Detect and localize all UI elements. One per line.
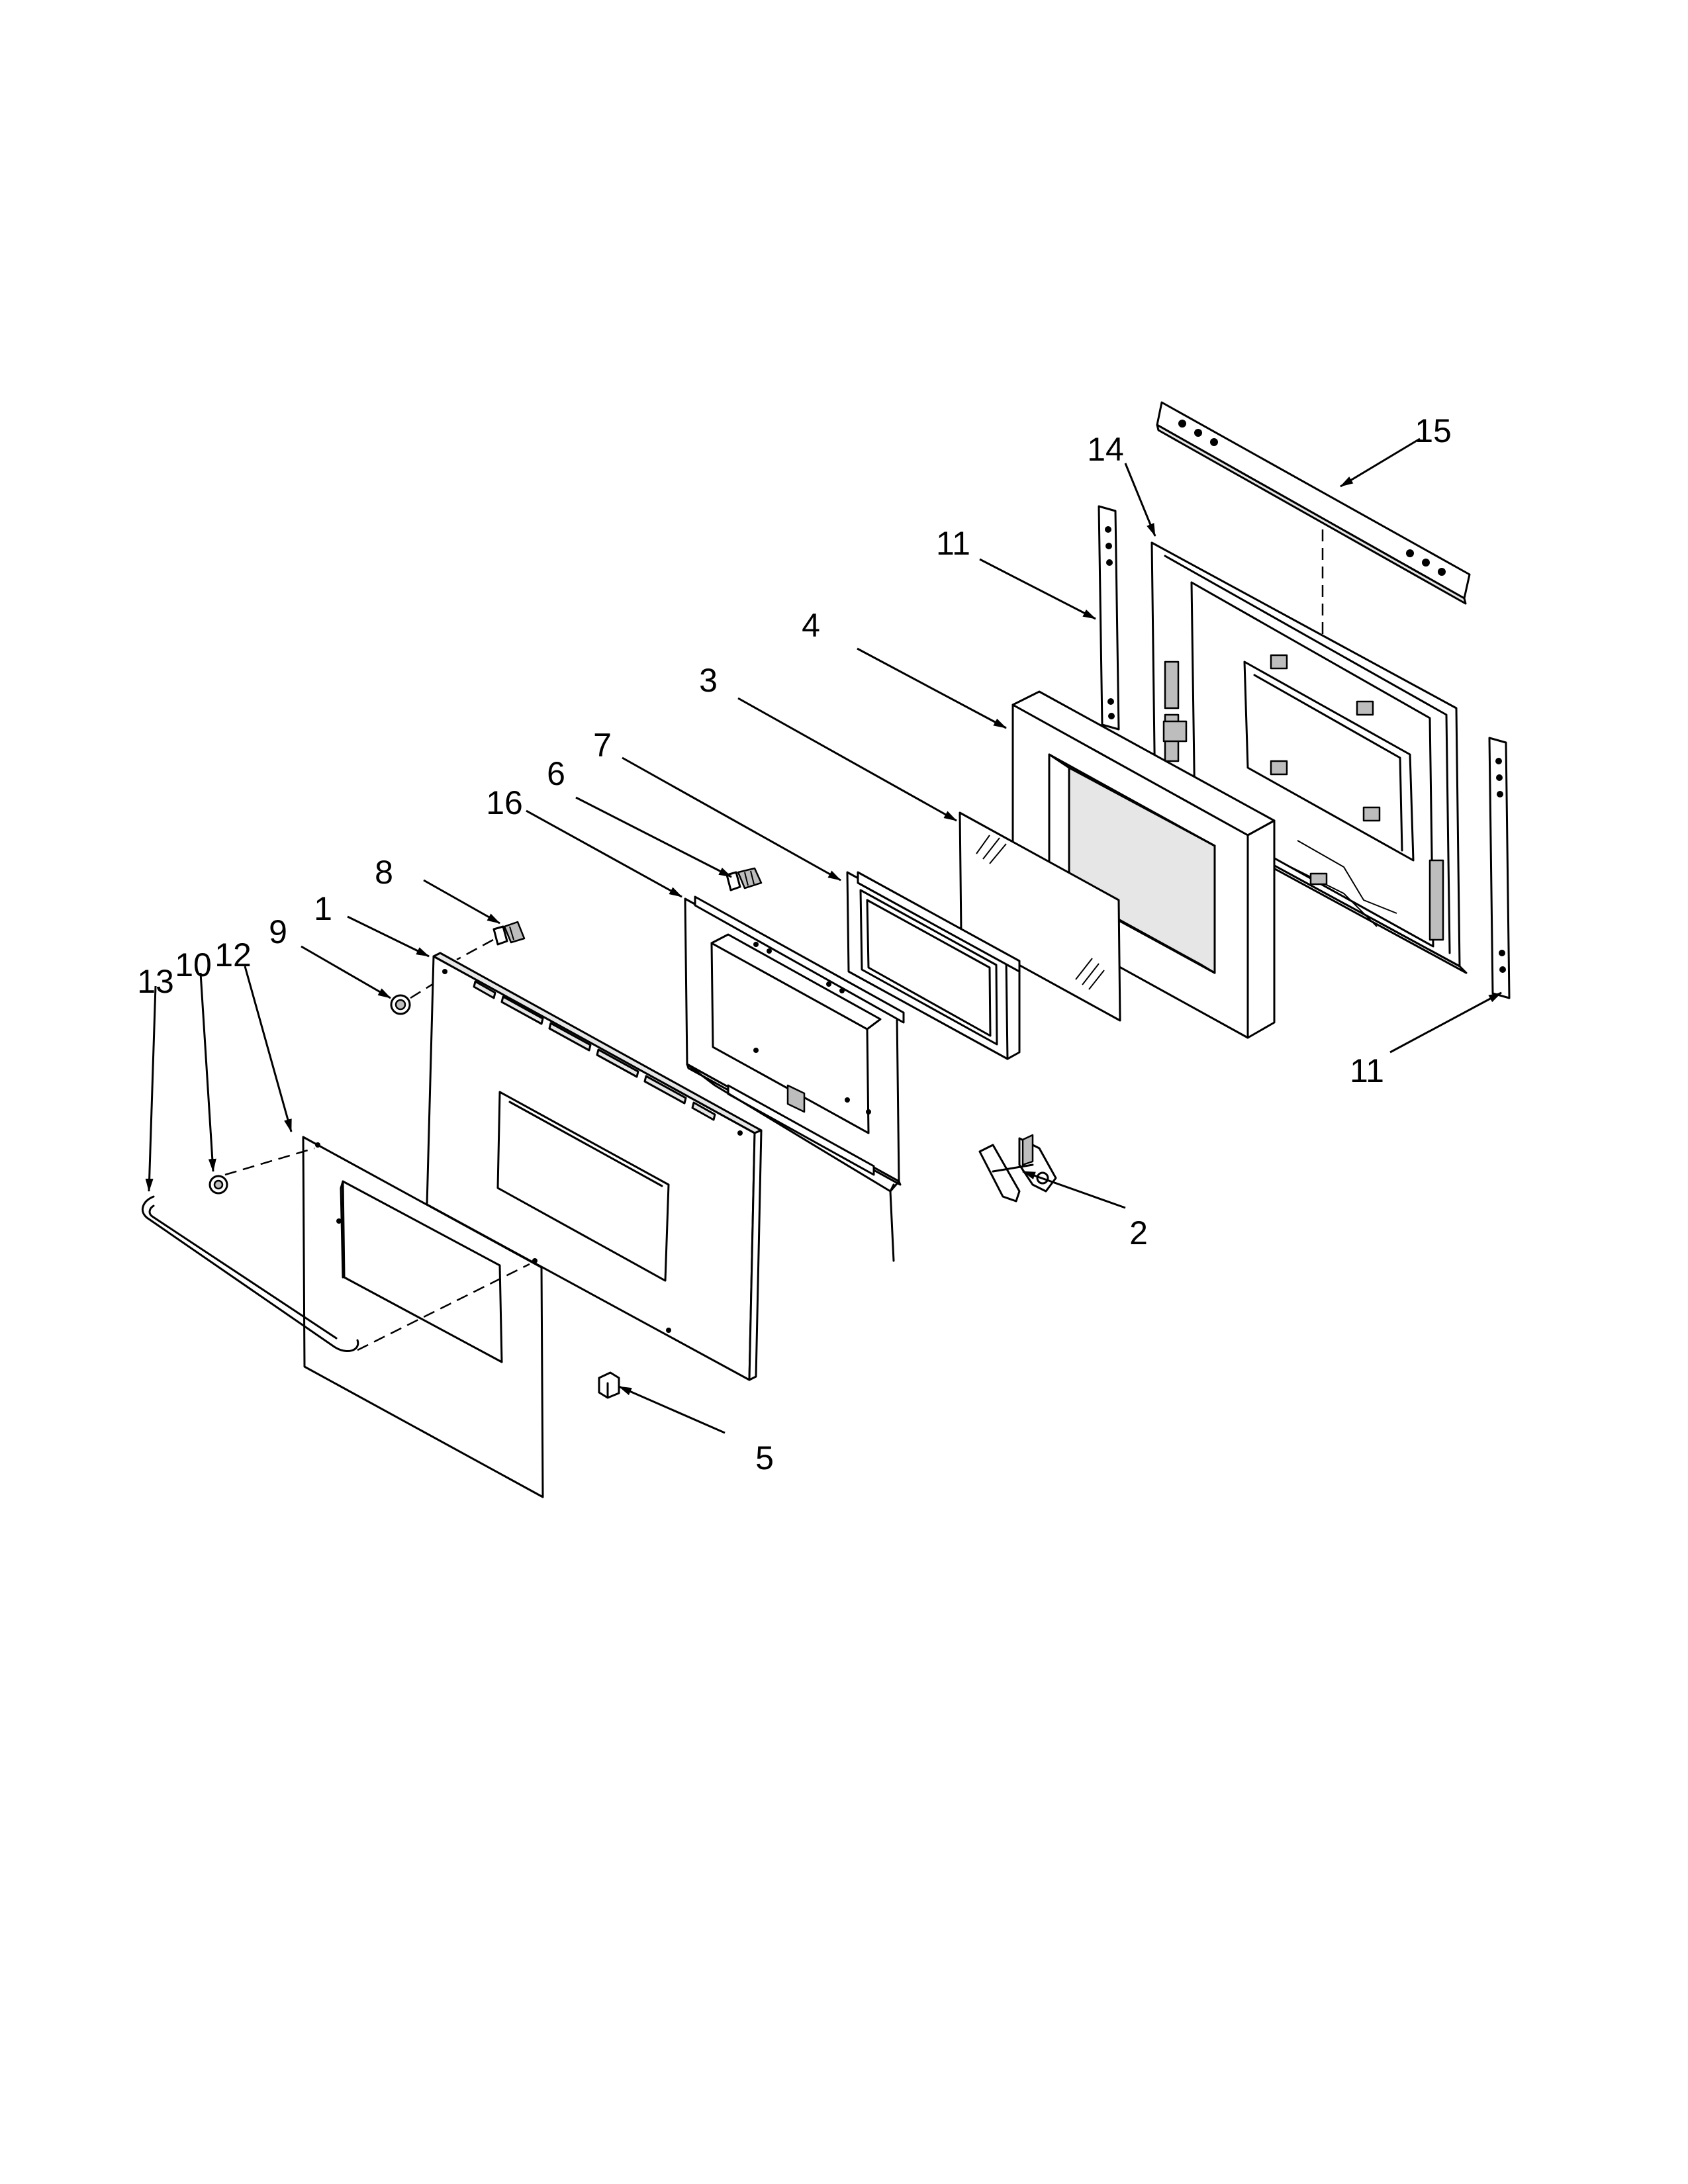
part-label-6: 6 [547,755,565,792]
part-label-11-lower: 11 [1350,1052,1384,1089]
screw-8 [492,921,526,946]
part-number-labels: 15 14 11 4 3 7 6 16 8 1 9 12 10 13 2 5 1… [137,412,1452,1477]
window-frame-assembly [846,871,1021,1060]
part-label-4: 4 [802,607,820,644]
side-trim-strip-left [1098,505,1120,731]
inner-door-panel [684,895,905,1262]
vent-slots [473,980,716,1121]
part-label-12: 12 [214,936,252,974]
outer-door-panel [426,952,763,1381]
door-handle [141,1195,359,1353]
part-label-2: 2 [1129,1214,1148,1251]
part-label-13: 13 [137,963,174,1000]
part-label-8: 8 [375,854,393,891]
part-label-5: 5 [755,1439,774,1477]
part-label-15: 15 [1415,412,1452,449]
top-trim-strip [1156,401,1471,605]
outer-glass-panel [302,1136,544,1498]
door-frame [1011,690,1276,1039]
part-label-1: 1 [314,890,332,927]
door-hinge [978,1134,1057,1203]
part-label-3: 3 [699,662,718,699]
part-label-14: 14 [1087,431,1124,468]
part-label-9: 9 [269,913,287,950]
handle-spacer [209,1175,228,1195]
part-label-16: 16 [486,784,523,821]
screw-6 [726,867,763,891]
door-clip [598,1371,620,1399]
side-trim-strip-right [1488,737,1511,999]
part-label-11-upper: 11 [936,525,970,562]
part-label-10: 10 [175,946,212,983]
nut-9 [390,994,411,1015]
leader-lines [145,437,1502,1434]
glass-panel [959,811,1121,1022]
part-label-7: 7 [593,727,612,764]
